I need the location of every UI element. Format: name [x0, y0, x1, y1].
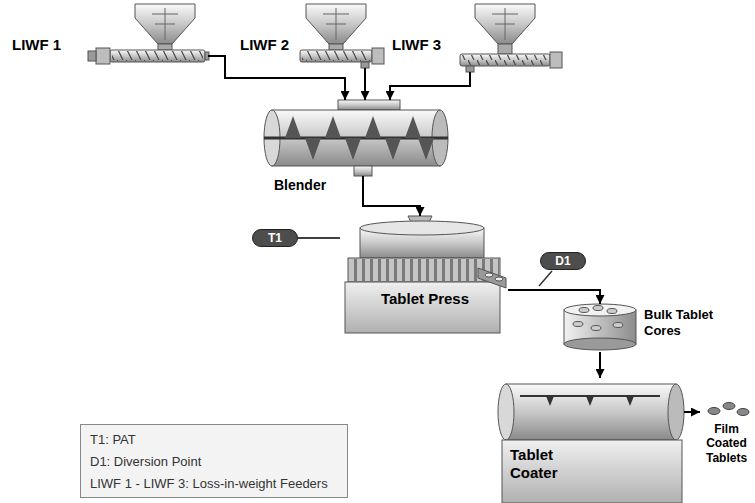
tablet [485, 273, 493, 277]
node-label: Blender [274, 177, 326, 194]
tablet [591, 326, 601, 331]
coated-tablet [723, 403, 735, 410]
tablet-press-illustration [345, 216, 506, 333]
press-punches [349, 259, 499, 281]
screw-outlet [466, 66, 474, 72]
screw-tube [110, 50, 205, 62]
leader-line [539, 271, 552, 286]
coated-tablet [708, 408, 720, 415]
product-output: Film Coated Tablets [700, 400, 755, 472]
blender-outlet [354, 166, 372, 176]
flow-arrow [208, 56, 345, 100]
diversion-tag: D1 [540, 252, 586, 270]
hopper-neck [158, 44, 172, 50]
screw-tube [300, 50, 372, 62]
node-label: Tablet Coater [510, 446, 600, 482]
spray-nozzles [546, 396, 634, 406]
coated-tablet [737, 409, 749, 416]
blender-barrel [272, 110, 440, 166]
blender-paddles [285, 116, 434, 160]
bulk-container: Bulk Tablet Cores [560, 304, 753, 352]
screw-outlet [361, 62, 369, 68]
drum-end [498, 384, 514, 440]
flow-arrow [363, 198, 420, 216]
node-label: LIWF 1 [12, 36, 61, 54]
feeder-motor [372, 48, 384, 64]
node-label: Tablet Press [345, 290, 505, 308]
bowl-rim [360, 221, 484, 235]
blender-unit: Blender [262, 100, 452, 198]
screw-helix [462, 55, 548, 65]
legend-text: T1: PAT [90, 432, 136, 448]
screw-helix [302, 51, 370, 61]
feeder-motor [96, 48, 110, 64]
feeder-unit: LIWF 3 [388, 0, 566, 72]
feeder-illustration [460, 4, 562, 72]
agitator [152, 8, 178, 40]
tablet-coater: Tablet Coater [498, 378, 684, 503]
agitator [323, 8, 349, 40]
tablet-coater-illustration [498, 384, 684, 503]
hopper [135, 4, 195, 44]
tablet [607, 309, 617, 314]
outlet-pipe [362, 176, 364, 198]
screw-helix [112, 51, 203, 61]
leader-connector [298, 237, 340, 239]
tablet [495, 277, 503, 281]
discharge-chute [478, 268, 506, 288]
flow-arrow [684, 411, 700, 413]
node-label: D1 [541, 254, 585, 268]
motor-cap [88, 51, 96, 61]
legend-text: D1: Diversion Point [90, 454, 201, 470]
flow-arrow [390, 72, 470, 100]
tablet [593, 306, 603, 311]
drum-end [668, 384, 684, 440]
node-label: Film Coated Tablets [700, 422, 753, 465]
legend-box: T1: PAT D1: Diversion PointLIWF 1 - LIWF … [80, 424, 348, 498]
node-label: LIWF 2 [240, 36, 289, 54]
node-label: LIWF 3 [392, 36, 441, 54]
flow-arrow [508, 290, 600, 304]
hopper-neck [329, 44, 343, 50]
feeder-illustration [300, 4, 384, 68]
agitator [492, 8, 518, 40]
feeder-illustration [88, 4, 209, 64]
container-top [564, 304, 636, 316]
legend-text: LIWF 1 - LIWF 3: Loss-in-weight Feeders [90, 476, 328, 492]
node-label: Bulk Tablet Cores [644, 307, 724, 338]
blender-illustration [264, 100, 448, 198]
tablet [613, 323, 623, 328]
press-turret [348, 258, 500, 282]
flow-arrow [599, 352, 601, 378]
screw-tube [460, 54, 550, 66]
coater-base [502, 440, 682, 503]
coated-tablets-illustration [708, 403, 749, 416]
node-label: T1 [253, 231, 297, 245]
flow-arrow [364, 68, 366, 100]
bulk-container-illustration [564, 304, 636, 350]
hopper [475, 4, 535, 44]
tablet-press: Tablet Press [340, 216, 508, 333]
hopper-neck [498, 44, 512, 54]
blender-inlet [338, 100, 400, 110]
tablet [579, 308, 589, 313]
pat-tag: T1 [252, 229, 298, 247]
press-base [345, 282, 500, 333]
coater-drum [506, 384, 676, 440]
tablet [573, 322, 583, 327]
feeder-unit: LIWF 2 [238, 0, 386, 68]
hopper [306, 4, 366, 44]
container-bottom [564, 338, 636, 350]
feeder-motor [550, 52, 562, 68]
feeder-unit: LIWF 1 [8, 0, 208, 68]
